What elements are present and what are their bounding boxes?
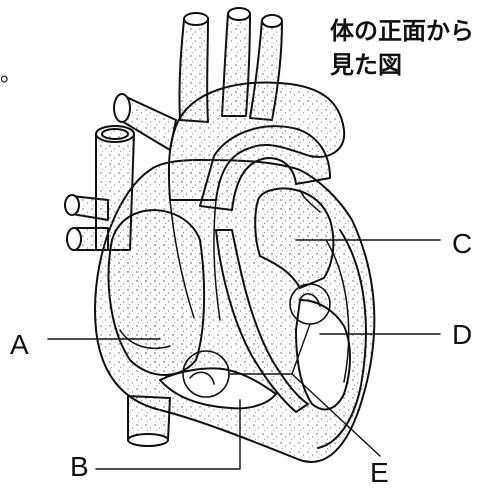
label-d: D bbox=[452, 320, 472, 350]
clipped-text: 。 bbox=[0, 56, 22, 88]
label-e: E bbox=[370, 458, 389, 488]
label-b: B bbox=[70, 452, 89, 482]
label-a: A bbox=[10, 330, 29, 360]
caption-line-1: 体の正面から bbox=[330, 14, 474, 48]
caption-line-2: 見た図 bbox=[330, 48, 402, 82]
label-c: C bbox=[452, 229, 472, 259]
